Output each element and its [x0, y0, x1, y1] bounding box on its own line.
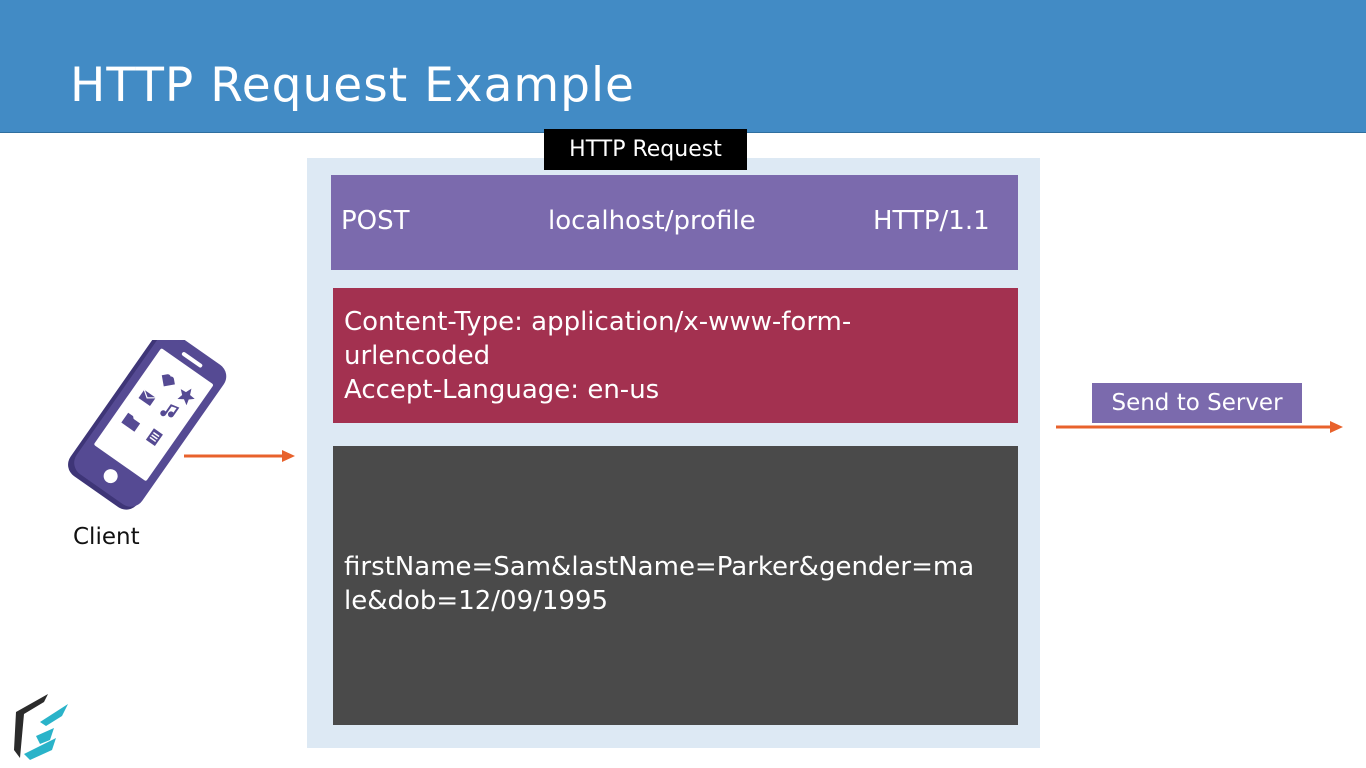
smartphone-icon [68, 340, 227, 510]
request-method: POST [341, 206, 410, 236]
request-label: HTTP Request [544, 129, 747, 170]
request-headers: Content-Type: application/x-www-form- ur… [333, 288, 1018, 423]
request-body: firstName=Sam&lastName=Parker&gender=ma … [333, 446, 1018, 725]
client-label: Client [73, 524, 140, 550]
brand-logo-icon [14, 694, 68, 760]
header-line: Accept-Language: en-us [344, 375, 660, 405]
body-line: le&dob=12/09/1995 [344, 586, 609, 616]
slide-title: HTTP Request Example [70, 58, 635, 113]
body-line: firstName=Sam&lastName=Parker&gender=ma [344, 552, 975, 582]
request-url: localhost/profile [548, 206, 756, 236]
header-bar [0, 0, 1366, 133]
send-to-server-label: Send to Server [1092, 383, 1302, 423]
request-version: HTTP/1.1 [873, 206, 990, 236]
header-line: Content-Type: application/x-www-form- [344, 307, 852, 337]
request-line: POST localhost/profile HTTP/1.1 [331, 175, 1018, 270]
header-line: urlencoded [344, 341, 491, 371]
